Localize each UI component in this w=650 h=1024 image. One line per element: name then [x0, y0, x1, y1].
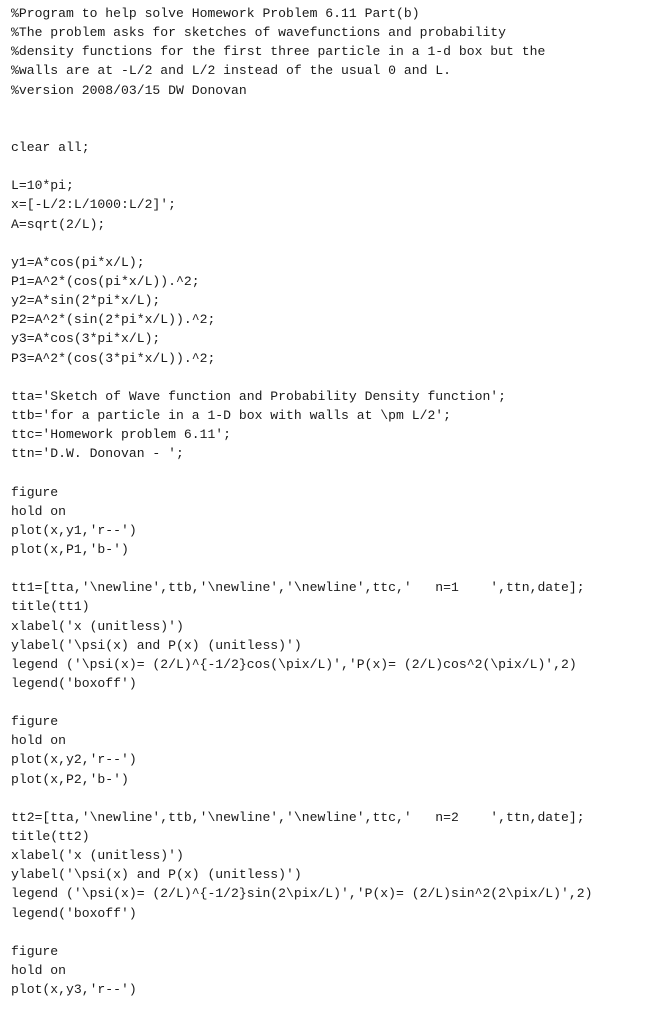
code-line: P1=A^2*(cos(pi*x/L)).^2; [11, 273, 200, 289]
code-line: title(tt1) [11, 599, 90, 615]
code-line: %walls are at -L/2 and L/2 instead of th… [11, 63, 452, 79]
blank-line [11, 157, 647, 176]
code-line: tt2=[tta,'\newline',ttb,'\newline','\new… [11, 809, 585, 825]
code-line: figure [11, 943, 59, 959]
blank-line [11, 789, 647, 808]
code-line: figure [11, 484, 59, 500]
code-line: %The problem asks for sketches of wavefu… [11, 25, 507, 41]
code-line: ylabel('\psi(x) and P(x) (unitless)') [11, 867, 302, 883]
code-line: legend('boxoff') [11, 675, 137, 691]
code-line: plot(x,P2,'b-') [11, 771, 129, 787]
code-line: title(tt2) [11, 829, 90, 845]
blank-line [11, 368, 647, 387]
code-line: clear all; [11, 139, 90, 155]
code-line: A=sqrt(2/L); [11, 216, 106, 232]
blank-line [11, 463, 647, 482]
blank-line [11, 923, 647, 942]
code-line: tt1=[tta,'\newline',ttb,'\newline','\new… [11, 580, 585, 596]
code-line: hold on [11, 733, 67, 749]
code-line: L=10*pi; [11, 178, 74, 194]
code-line: figure [11, 714, 59, 730]
code-line: P2=A^2*(sin(2*pi*x/L)).^2; [11, 312, 216, 328]
code-line: xlabel('x (unitless)') [11, 618, 184, 634]
code-listing: %Program to help solve Homework Problem … [11, 0, 647, 999]
code-line: ttc='Homework problem 6.11'; [11, 427, 232, 443]
code-line: plot(x,y3,'r--') [11, 982, 137, 998]
code-line: legend ('\psi(x)= (2/L)^{-1/2}cos(\pix/L… [11, 656, 577, 672]
code-line: y2=A*sin(2*pi*x/L); [11, 293, 161, 309]
code-line: %Program to help solve Homework Problem … [11, 6, 420, 21]
blank-line [11, 693, 647, 712]
code-line: ttn='D.W. Donovan - '; [11, 446, 184, 462]
code-line: plot(x,y2,'r--') [11, 752, 137, 768]
code-line: hold on [11, 963, 67, 979]
code-line: ttb='for a particle in a 1-D box with wa… [11, 407, 452, 423]
code-line: plot(x,P1,'b-') [11, 541, 129, 557]
blank-line [11, 100, 647, 119]
code-line: P3=A^2*(cos(3*pi*x/L)).^2; [11, 350, 216, 366]
code-line: %density functions for the first three p… [11, 44, 546, 60]
blank-line [11, 234, 647, 253]
code-line: y3=A*cos(3*pi*x/L); [11, 331, 161, 347]
code-line: tta='Sketch of Wave function and Probabi… [11, 388, 507, 404]
code-line: y1=A*cos(pi*x/L); [11, 254, 145, 270]
code-line: %version 2008/03/15 DW Donovan [11, 82, 247, 98]
blank-line [11, 119, 647, 138]
code-line: plot(x,y1,'r--') [11, 522, 137, 538]
code-line: hold on [11, 503, 67, 519]
code-line: legend ('\psi(x)= (2/L)^{-1/2}sin(2\pix/… [11, 886, 593, 902]
code-line: legend('boxoff') [11, 905, 137, 921]
code-line: xlabel('x (unitless)') [11, 848, 184, 864]
code-line: ylabel('\psi(x) and P(x) (unitless)') [11, 637, 302, 653]
code-line: x=[-L/2:L/1000:L/2]'; [11, 197, 177, 213]
blank-line [11, 559, 647, 578]
